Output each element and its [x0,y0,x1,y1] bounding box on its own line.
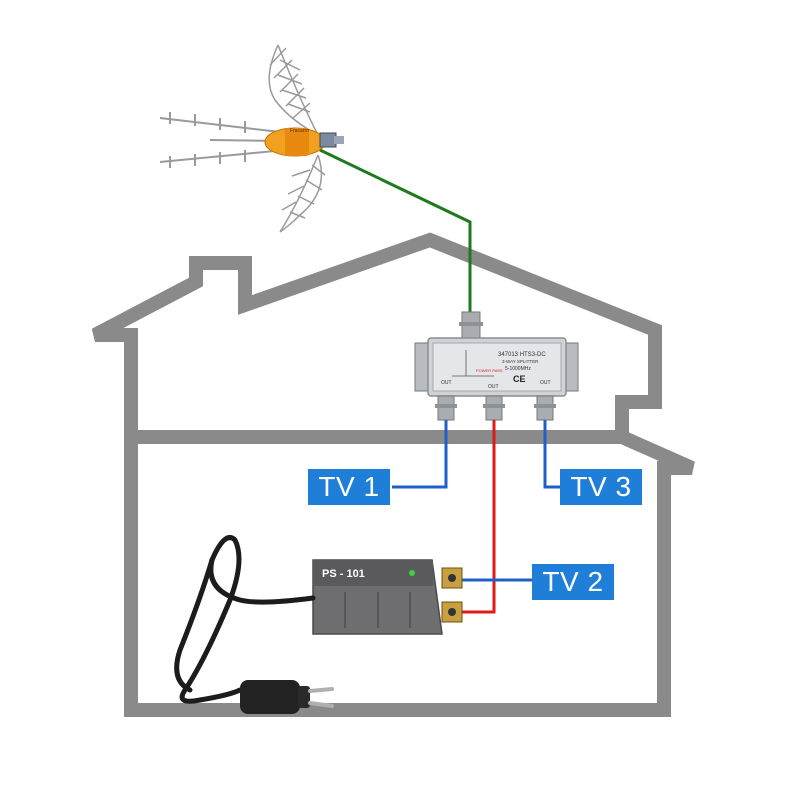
antenna-brand: Fracarro [290,128,309,134]
splitter-device: 347013 HTS3-DC 3-WAY SPLITTER 5-1000MHz … [414,311,579,421]
power-supply-model: PS - 101 [322,568,365,580]
power-supply-unit: PS - 101 [312,559,463,635]
splitter-type: 3-WAY SPLITTER [502,359,539,364]
antenna-icon: Fracarro [159,44,344,233]
power-cord [179,535,316,704]
cable-tv3 [543,420,562,489]
house-outline [91,232,695,717]
splitter-model: 347013 HTS3-DC [498,352,546,358]
splitter-out-2: OUT [488,384,499,390]
cable-power [462,420,496,614]
antenna-cable [319,148,472,318]
splitter-out-1: OUT [441,380,452,386]
euro-plug-icon [240,680,334,714]
splitter-out-3: OUT [540,380,551,386]
tv3-label: TV 3 [560,469,642,505]
tv2-label: TV 2 [532,564,614,600]
splitter-power-pass: POWER PASS [476,368,503,373]
power-led-icon [409,570,415,576]
tv1-label: TV 1 [308,469,390,505]
splitter-ce-mark: CE [513,374,526,384]
splitter-frequency: 5-1000MHz [505,366,531,372]
cable-tv1 [392,420,448,489]
